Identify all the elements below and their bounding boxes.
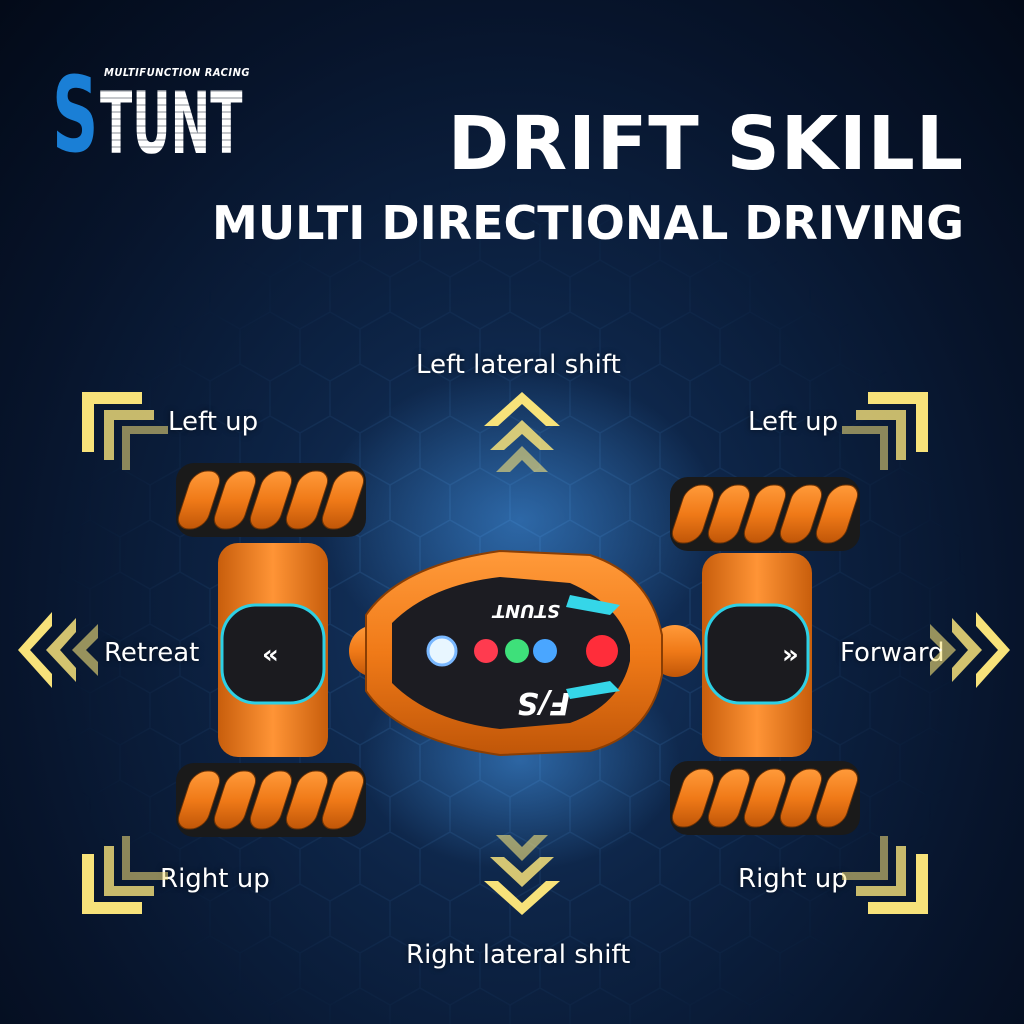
label-left-lateral-shift: Left lateral shift <box>416 350 621 380</box>
arrow-right-icon <box>930 612 1010 688</box>
page-title: DRIFT SKILL <box>447 101 964 187</box>
label-right-up-left: Right up <box>160 864 270 894</box>
arrow-up-left-icon <box>82 392 168 470</box>
label-left-up-right: Left up <box>748 407 839 437</box>
label-forward: Forward <box>840 638 945 668</box>
arrow-down-icon <box>484 835 560 915</box>
label-retreat: Retreat <box>104 638 200 668</box>
arrow-up-icon <box>484 392 560 472</box>
car-model-text: F/S <box>517 685 570 720</box>
label-right-lateral-shift: Right lateral shift <box>406 940 631 970</box>
car-badge-text: STUNT <box>491 600 560 621</box>
stunt-car-image: « » STUNT F/S <box>174 462 860 838</box>
arrow-up-right-icon <box>842 392 928 470</box>
logo-letter-s: S <box>52 54 99 176</box>
page-subtitle: MULTI DIRECTIONAL DRIVING <box>212 196 964 250</box>
logo-word: TUNT <box>100 74 243 174</box>
arrow-down-right-icon <box>842 836 928 914</box>
label-left-up-left: Left up <box>168 407 259 437</box>
svg-text:»: » <box>782 640 799 670</box>
label-right-up-right: Right up <box>738 864 848 894</box>
arrow-down-left-icon <box>82 836 168 914</box>
svg-text:«: « <box>262 640 279 670</box>
arrow-left-icon <box>18 612 98 688</box>
logo-tagline: MULTIFUNCTION RACING <box>104 66 250 79</box>
